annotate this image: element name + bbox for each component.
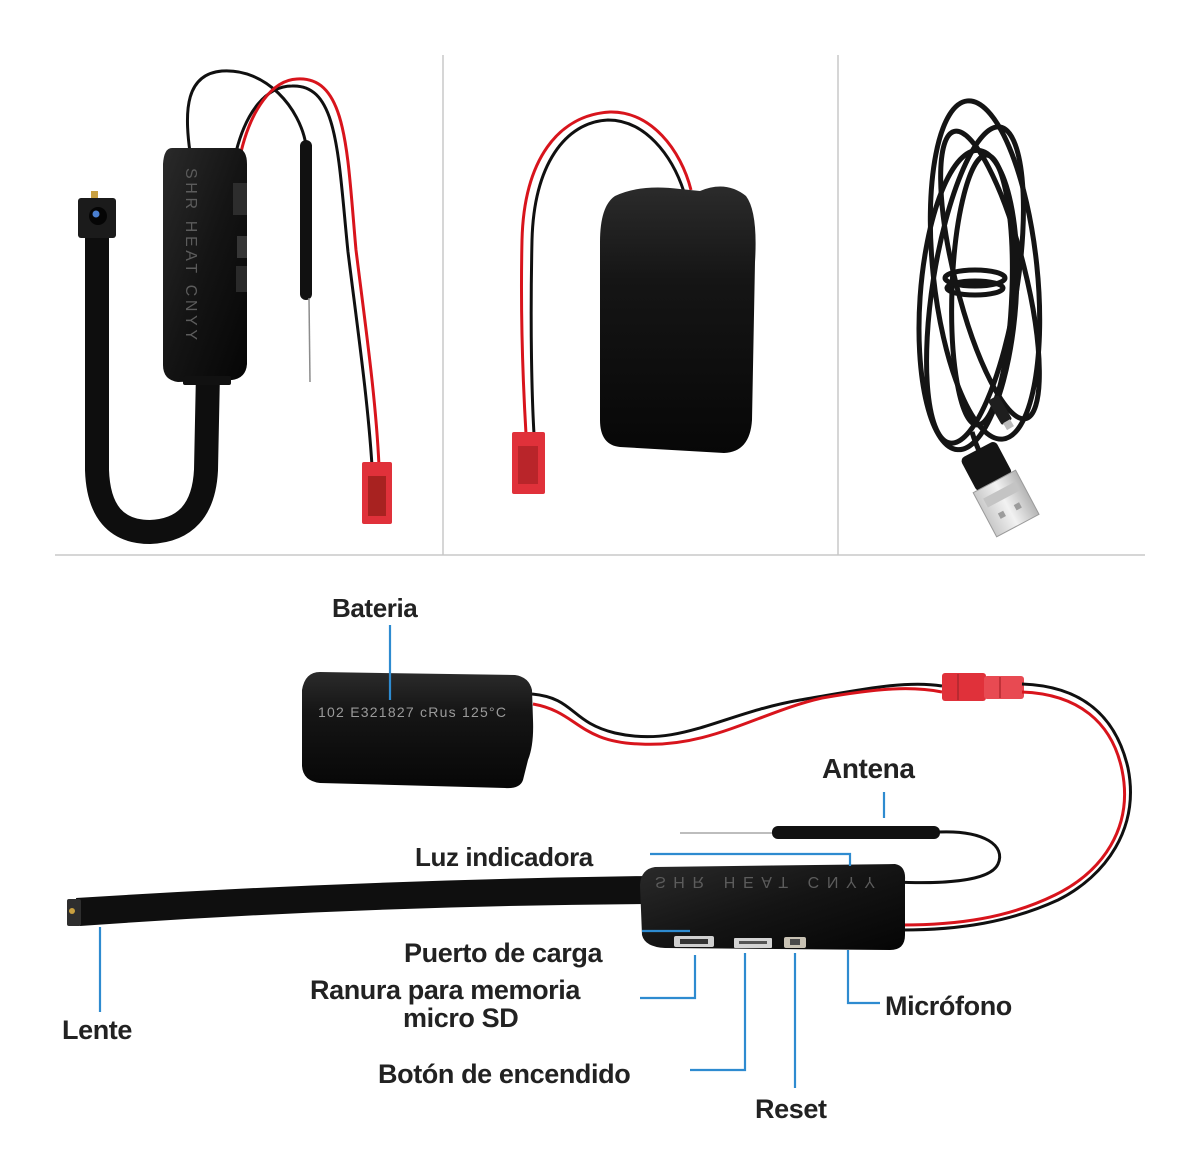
label-ranura-line1: Ranura para memoria xyxy=(310,975,581,1005)
battery-marking: 102 E321827 cRus 125°C xyxy=(318,704,506,720)
micro-usb-plug xyxy=(988,395,1014,431)
camera-module: SHR HEAT CNYY xyxy=(640,864,906,950)
module-body xyxy=(163,148,247,382)
ribbon-cable xyxy=(76,876,646,926)
connector-icon xyxy=(512,432,545,494)
battery-body xyxy=(302,672,534,789)
label-puerto-de-carga: Puerto de carga xyxy=(404,938,603,968)
battery-body xyxy=(600,186,756,453)
antenna-icon xyxy=(300,140,312,383)
label-ranura-line2: micro SD xyxy=(403,1003,518,1033)
power-wire-red xyxy=(239,77,381,467)
label-reset: Reset xyxy=(755,1094,827,1124)
label-bateria: Bateria xyxy=(332,593,418,623)
usb-cable-photo xyxy=(916,98,1043,538)
label-boton-de-encendido: Botón de encendido xyxy=(378,1059,630,1089)
lens-icon xyxy=(67,899,81,926)
battery-photo xyxy=(512,110,756,494)
connector-icon xyxy=(942,673,1024,701)
label-lente: Lente xyxy=(62,1015,132,1045)
battery-wire-black xyxy=(531,682,943,739)
boton-leader-line xyxy=(690,953,747,1072)
usb-a-plug xyxy=(961,441,1040,538)
module-body xyxy=(640,864,906,950)
luz-indicadora-leader-line xyxy=(650,852,852,866)
battery-wire-black xyxy=(529,118,686,435)
battery-wire-red xyxy=(519,110,693,435)
module-marking: SHR HEAT CNYY xyxy=(182,168,199,340)
lens-icon xyxy=(78,191,116,238)
connector-icon xyxy=(362,462,392,524)
label-luz-indicadora: Luz indicadora xyxy=(415,842,594,872)
antenna-icon xyxy=(680,826,1002,885)
label-antena: Antena xyxy=(822,753,915,784)
battery: 102 E321827 cRus 125°C xyxy=(302,672,534,789)
module-wire-black xyxy=(901,682,1132,932)
antenna-wire xyxy=(185,69,308,153)
ranura-leader-line xyxy=(640,955,697,1000)
label-microfono: Micrófono xyxy=(885,991,1012,1021)
camera-module-photo: SHR HEAT CNYY xyxy=(78,69,392,545)
module-wire-red xyxy=(901,690,1127,927)
battery-wire-red xyxy=(532,687,943,746)
ribbon-cable xyxy=(85,232,220,545)
microfono-leader-line xyxy=(846,950,880,1005)
